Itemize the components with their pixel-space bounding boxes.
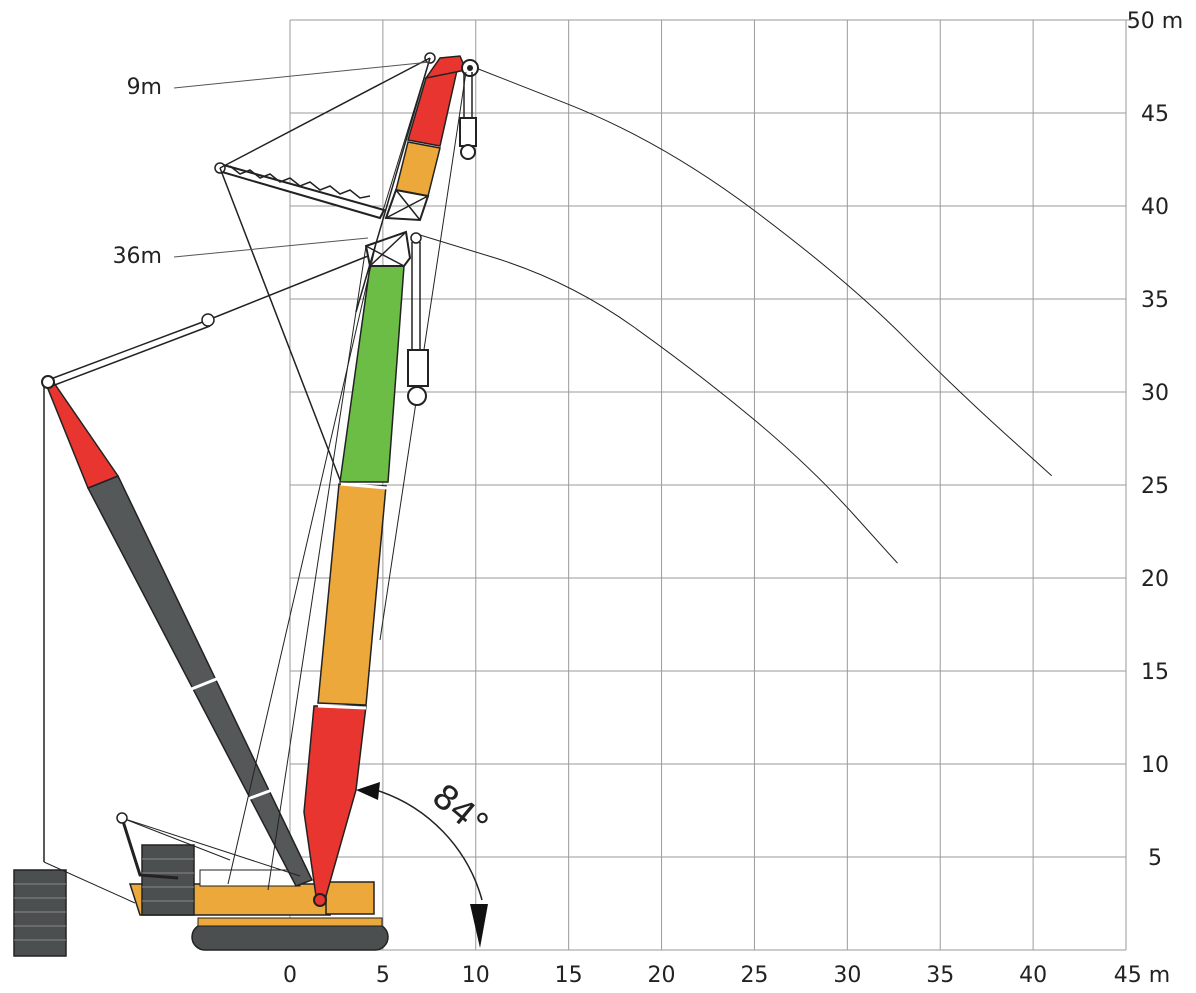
x-tick-label: 30 <box>833 963 861 988</box>
grid <box>289 19 1132 951</box>
ballast-plates <box>14 883 66 941</box>
boom-butt-section <box>303 705 367 897</box>
y-tick-label: 40 <box>1141 195 1169 220</box>
y-tick-label: 45 <box>1141 102 1169 127</box>
boom-length-label: 36m <box>113 244 162 269</box>
crawler-sideframe <box>197 917 383 927</box>
suspended-ballast <box>13 869 67 957</box>
superstructure-counterweight <box>141 844 195 916</box>
derrick-mast-tip <box>45 378 120 489</box>
engine-housing <box>199 869 301 887</box>
load-radius-curve <box>471 66 1053 477</box>
mast-guy <box>47 319 209 381</box>
boom-head <box>364 230 412 267</box>
x-tick-label: 15 <box>555 963 583 988</box>
jib-length-leader <box>173 61 431 89</box>
cab <box>325 881 375 915</box>
x-tick-label: 0 <box>283 963 297 988</box>
x-axis-unit-label: 45 m <box>1114 963 1170 988</box>
x-tick-label: 5 <box>376 963 390 988</box>
boom-section-green <box>339 265 405 483</box>
y-tick-label: 5 <box>1148 846 1162 871</box>
crawler-track <box>191 923 389 951</box>
boom-section-orange <box>317 483 387 706</box>
angle-arc <box>375 789 483 901</box>
angle-arrow-bottom <box>470 904 488 948</box>
y-tick-label: 10 <box>1141 753 1169 778</box>
boom-length-leader <box>173 237 369 258</box>
x-tick-label: 10 <box>462 963 490 988</box>
y-tick-label: 25 <box>1141 474 1169 499</box>
y-axis-unit-label: 50 m <box>1127 9 1183 34</box>
x-tick-label: 20 <box>648 963 676 988</box>
crane <box>13 52 479 957</box>
boom-angle-label: 84° <box>424 776 496 845</box>
y-tick-label: 20 <box>1141 567 1169 592</box>
boom-hook-block <box>407 349 429 387</box>
x-tick-labels: 0 5 10 15 20 25 30 35 40 <box>283 963 1047 988</box>
x-tick-label: 40 <box>1019 963 1047 988</box>
counterweight-plates <box>142 858 194 902</box>
jib-hook-block <box>459 117 477 147</box>
angle-arrow-top <box>356 782 380 800</box>
y-tick-label: 15 <box>1141 660 1169 685</box>
jib-head <box>424 55 468 80</box>
y-tick-labels: 5 10 15 20 25 30 35 40 45 <box>1141 102 1169 871</box>
y-tick-label: 30 <box>1141 381 1169 406</box>
y-tick-label: 35 <box>1141 288 1169 313</box>
a-frame <box>120 817 179 880</box>
load-radius-curves <box>416 66 1053 564</box>
x-tick-label: 35 <box>926 963 954 988</box>
load-radius-curve <box>416 233 898 564</box>
boom-foot-pin <box>313 893 327 907</box>
x-tick-label: 25 <box>740 963 768 988</box>
jib-length-label: 9m <box>127 75 162 100</box>
